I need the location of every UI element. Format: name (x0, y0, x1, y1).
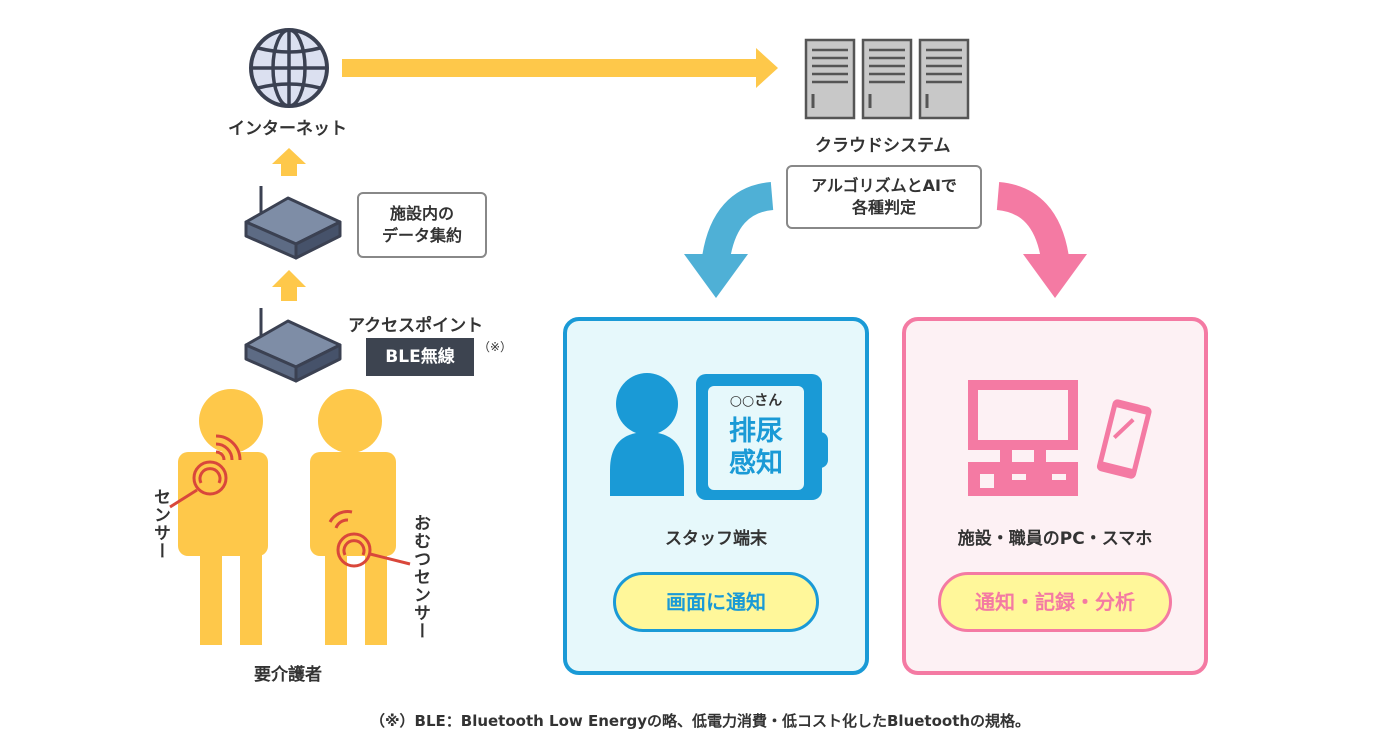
device-screen-name: ○○さん (729, 393, 783, 409)
diaper-sensor-label: おむつセンサー (410, 514, 430, 640)
cloud-system-label: クラウドシステム (815, 136, 951, 156)
algorithm-box-line-2: 各種判定 (851, 198, 916, 217)
algorithm-box-line-1: アルゴリズムとAIで (811, 176, 957, 195)
globe-icon (249, 28, 329, 108)
server-rack-icon (804, 38, 970, 120)
notify-screen-pill: 画面に通知 (613, 572, 819, 632)
facility-pc-label: 施設・職員のPC・スマホ (957, 529, 1153, 549)
sensor-label: センサー (150, 488, 170, 560)
blue-curved-arrow (684, 182, 774, 298)
facility-box-line-2: データ集約 (381, 226, 462, 245)
facility-data-box: 施設内の データ集約 (357, 192, 487, 258)
staff-terminal-label: スタッフ端末 (665, 529, 767, 549)
pink-curved-arrow (996, 182, 1087, 298)
facility-box-line-1: 施設内の (389, 204, 454, 223)
router-to-internet-arrow (272, 148, 306, 176)
device-message-line-1: 排尿 (729, 416, 783, 447)
access-point-icon (244, 308, 342, 383)
diaper-sensor-icon (328, 510, 411, 568)
access-point-label: アクセスポイント (348, 316, 484, 336)
internet-label: インターネット (228, 119, 347, 139)
footnote: （※）BLE：Bluetooth Low Energyの略、低電力消費・低コスト… (369, 712, 1031, 730)
device-message-line-2: 感知 (729, 448, 783, 479)
algorithm-box: アルゴリズムとAIで 各種判定 (786, 165, 982, 229)
care-receiver-label: 要介護者 (254, 665, 322, 685)
person-icon (610, 373, 684, 496)
ble-note-mark: （※） (478, 340, 513, 354)
smartphone-icon (1096, 399, 1152, 479)
ble-badge: BLE無線 (366, 338, 474, 376)
desktop-pc-icon (968, 380, 1078, 496)
sensor-icon (169, 434, 242, 509)
tablet-icon (696, 374, 828, 500)
care-receiver-person-2 (310, 389, 396, 645)
device-screen-message: 排尿 感知 (708, 416, 804, 480)
router-icon (244, 186, 342, 260)
internet-to-cloud-arrow (342, 48, 778, 88)
notify-record-analyze-pill: 通知・記録・分析 (938, 572, 1172, 632)
care-receiver-person-1 (178, 389, 268, 645)
ap-to-router-arrow (272, 270, 306, 301)
